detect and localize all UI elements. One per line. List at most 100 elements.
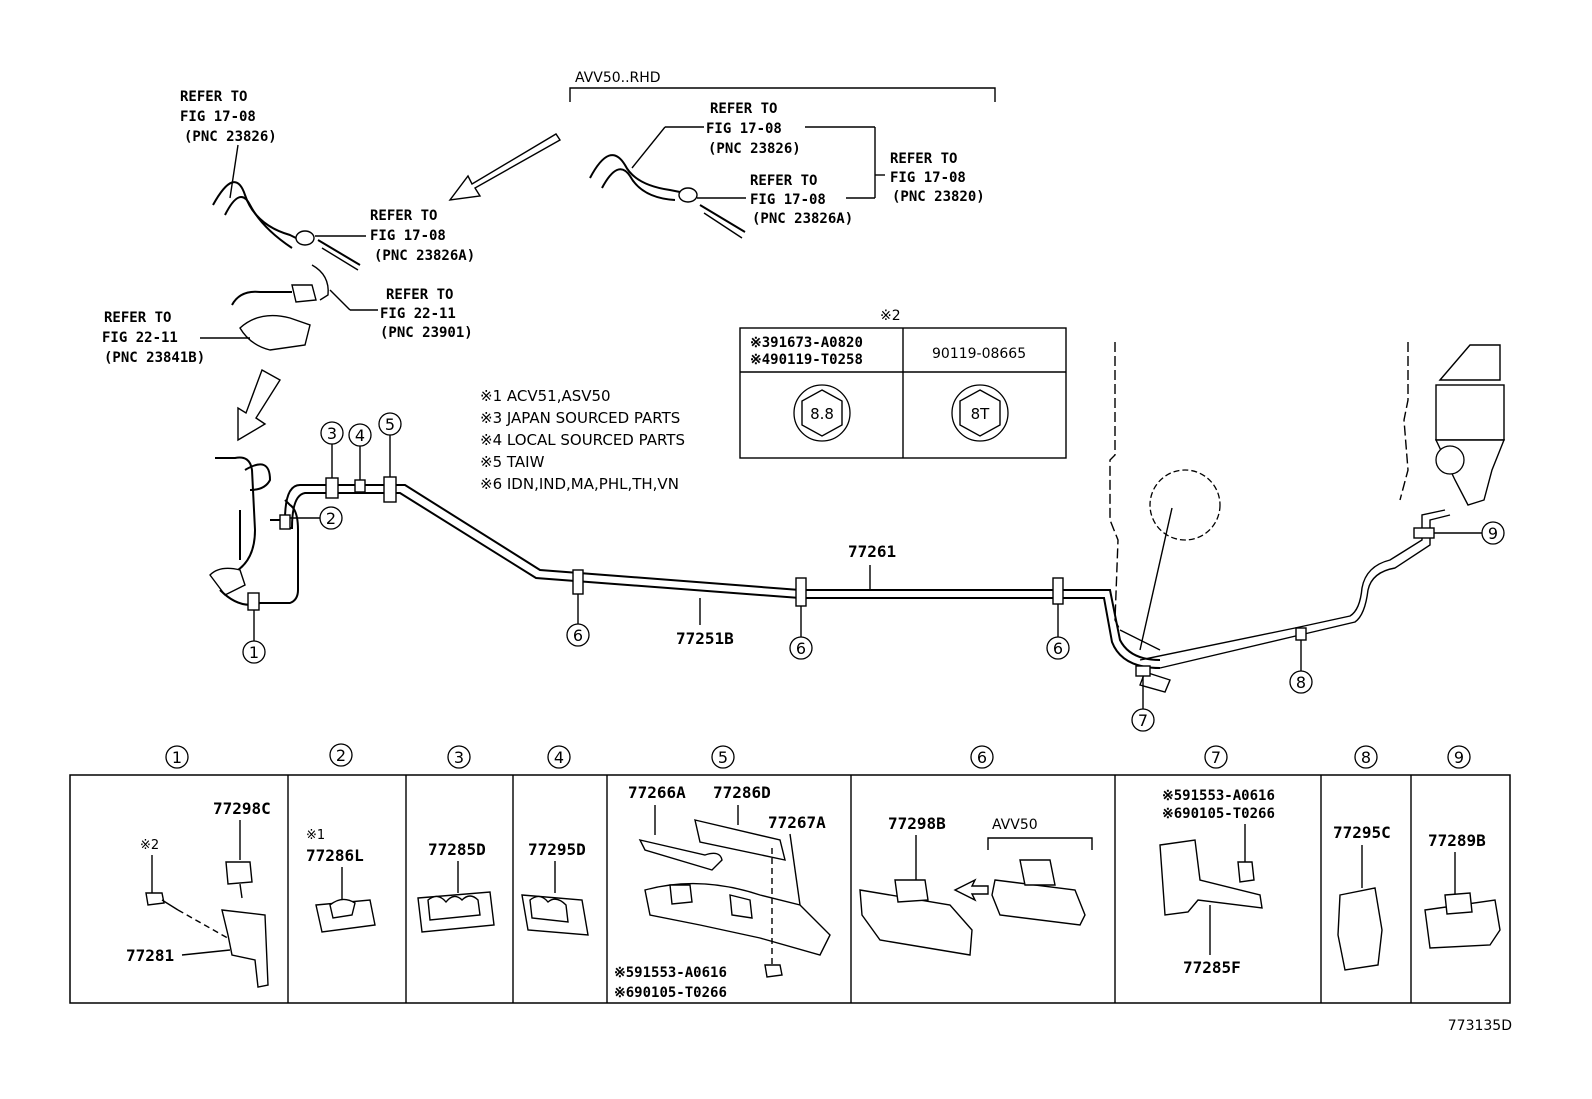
panel-7-header: 7 [1204,745,1228,769]
panel-9-header: 9 [1447,745,1471,769]
bolt-head-8-8: 8.8 [793,384,851,442]
arrow-to-left-assembly [448,133,562,201]
panel-3-header: 3 [447,745,471,769]
svg-text:FIG 17-08: FIG 17-08 [180,109,256,125]
refer-label-5: REFER TO FIG 17-08 (PNC 23826) [631,101,885,198]
bolt-head-8t: 8T [951,384,1009,442]
svg-text:REFER TO: REFER TO [370,208,437,224]
tube-77261: 77261 [848,542,896,590]
svg-text:6: 6 [796,639,806,658]
svg-text:(PNC 23826): (PNC 23826) [184,129,277,145]
svg-text:※591553-A0616: ※591553-A0616 [1162,788,1275,804]
panel-4-header: 4 [547,745,571,769]
svg-text:※690105-T0266: ※690105-T0266 [614,985,727,1001]
svg-text:7: 7 [1138,711,1148,730]
note-3: ※3 JAPAN SOURCED PARTS [480,409,680,427]
svg-text:AVV50: AVV50 [992,817,1038,833]
panel-4-content: 77295D [521,840,589,936]
svg-text:77285D: 77285D [428,840,486,859]
panel-2-header: 2 [329,743,353,767]
svg-text:77251B: 77251B [676,629,734,648]
svg-text:77281: 77281 [126,946,174,965]
svg-text:AVV50..RHD: AVV50..RHD [575,70,661,86]
svg-text:(PNC 23841B): (PNC 23841B) [104,350,205,366]
svg-text:REFER TO: REFER TO [750,173,817,189]
svg-text:77266A: 77266A [628,783,686,802]
svg-text:※490119-T0258: ※490119-T0258 [750,352,863,368]
note-4: ※4 LOCAL SOURCED PARTS [480,431,685,449]
svg-text:REFER TO: REFER TO [386,287,453,303]
svg-text:77261: 77261 [848,542,896,561]
panel-6-header: 6 [970,745,994,769]
svg-text:6: 6 [977,748,987,767]
svg-text:※690105-T0266: ※690105-T0266 [1162,806,1275,822]
svg-text:※2: ※2 [140,838,159,853]
body-outline-right [1109,342,1506,651]
callout-4: 4 [348,423,372,480]
callout-2: 2 [290,506,343,530]
panel-9-content: 77289B [1424,831,1501,949]
svg-text:2: 2 [336,746,346,765]
svg-text:4: 4 [554,748,564,767]
svg-text:2: 2 [326,509,336,528]
svg-text:3: 3 [454,748,464,767]
svg-text:77295D: 77295D [528,840,586,859]
arrow-down-to-tube [237,368,281,442]
refer-label-2: REFER TO FIG 17-08 (PNC 23826A) [315,208,475,264]
svg-text:77267A: 77267A [768,813,826,832]
note-1: ※1 ACV51,ASV50 [480,387,611,405]
svg-text:5: 5 [718,748,728,767]
svg-text:9: 9 [1488,524,1498,543]
svg-text:1: 1 [172,748,182,767]
svg-text:8T: 8T [971,405,991,423]
tube-clamps [247,476,1435,677]
svg-text:FIG 17-08: FIG 17-08 [750,192,826,208]
fuel-tube-run [209,456,1451,693]
panel-8-content: 77295C [1333,823,1391,971]
panel-1-content: 77298C ※2 77281 [126,799,271,988]
refer-label-3: REFER TO FIG 22-11 (PNC 23901) [329,287,473,341]
panel-1-header: 1 [165,745,189,769]
svg-text:(PNC 23820): (PNC 23820) [892,189,985,205]
figure-id: 773135D [1448,1018,1512,1034]
svg-text:77286D: 77286D [713,783,771,802]
svg-text:77285F: 77285F [1183,958,1241,977]
svg-text:※591553-A0616: ※591553-A0616 [614,965,727,981]
svg-text:5: 5 [385,415,395,434]
svg-text:8: 8 [1361,748,1371,767]
svg-text:※1: ※1 [306,828,325,843]
callout-6a: 6 [566,594,590,647]
callout-7: 7 [1131,676,1155,732]
svg-text:77286L: 77286L [306,846,364,865]
svg-text:(PNC 23826A): (PNC 23826A) [374,248,475,264]
svg-text:6: 6 [573,626,583,645]
callout-1: 1 [242,610,266,664]
panel-5-content: 77266A 77286D 77267A ※591553-A0616 ※6901… [614,783,831,1001]
refer-label-7: REFER TO FIG 17-08 (PNC 23820) [890,151,985,205]
svg-text:REFER TO: REFER TO [180,89,247,105]
svg-text:9: 9 [1454,748,1464,767]
svg-text:1: 1 [249,643,259,662]
callout-3: 3 [320,421,344,478]
svg-text:77295C: 77295C [1333,823,1391,842]
svg-text:FIG 17-08: FIG 17-08 [890,170,966,186]
panel-8-header: 8 [1354,745,1378,769]
callout-5: 5 [378,412,402,477]
svg-text:FIG 17-08: FIG 17-08 [706,121,782,137]
svg-text:REFER TO: REFER TO [890,151,957,167]
svg-text:8.8: 8.8 [810,405,834,423]
svg-text:※391673-A0820: ※391673-A0820 [750,335,863,351]
callout-6c: 6 [1046,604,1070,660]
svg-text:77298B: 77298B [888,814,946,833]
svg-text:(PNC 23826): (PNC 23826) [708,141,801,157]
bolt-table: ※2 ※391673-A0820 ※490119-T0258 90119-086… [739,308,1067,459]
bolt-table-header: ※2 [880,308,901,324]
svg-text:(PNC 23901): (PNC 23901) [380,325,473,341]
note-5: ※5 TAIW [480,453,545,471]
fuel-hose-assembly-left [212,181,361,351]
svg-text:8: 8 [1296,673,1306,692]
detail-panel-table [69,774,1511,1004]
svg-text:3: 3 [327,424,337,443]
fuel-hose-assembly-right [589,154,746,239]
refer-label-1: REFER TO FIG 17-08 (PNC 23826) [180,89,277,199]
